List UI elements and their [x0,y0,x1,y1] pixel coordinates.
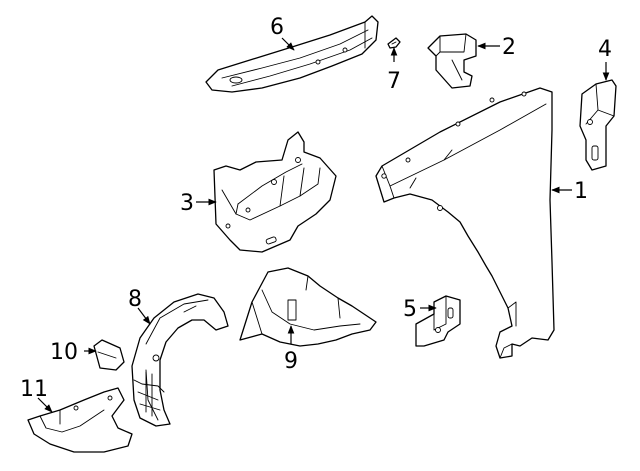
part-9-wheelhouse-liner [239,267,377,347]
part-3-support-panel [213,131,337,253]
callout-11: 11 [20,377,48,402]
callout-4: 4 [598,37,612,62]
part-8-wheel-arch-liner [131,293,229,427]
callout-8: 8 [128,287,142,312]
part-6-cowl-panel [205,15,379,93]
callout-10: 10 [50,340,78,365]
leader-6 [281,37,295,51]
part-1-fender [375,87,555,359]
callout-1: 1 [574,179,588,204]
callout-2: 2 [502,35,516,60]
part-5-bracket [415,295,461,347]
part-4-bracket [579,79,617,171]
part-2-bracket [427,33,477,89]
leader-8 [137,307,151,325]
callout-9: 9 [284,349,298,374]
callout-3: 3 [180,191,194,216]
part-11-splash-shield [27,387,133,453]
leader-11 [37,397,53,413]
callout-6: 6 [270,15,284,40]
part-10-cover-plate [93,339,125,371]
leader-lines [37,37,610,413]
callout-labels: 1 2 3 4 5 6 7 8 9 10 11 [20,15,612,402]
part-7-clip [387,37,401,49]
callout-5: 5 [403,297,417,322]
callout-7: 7 [387,69,401,94]
